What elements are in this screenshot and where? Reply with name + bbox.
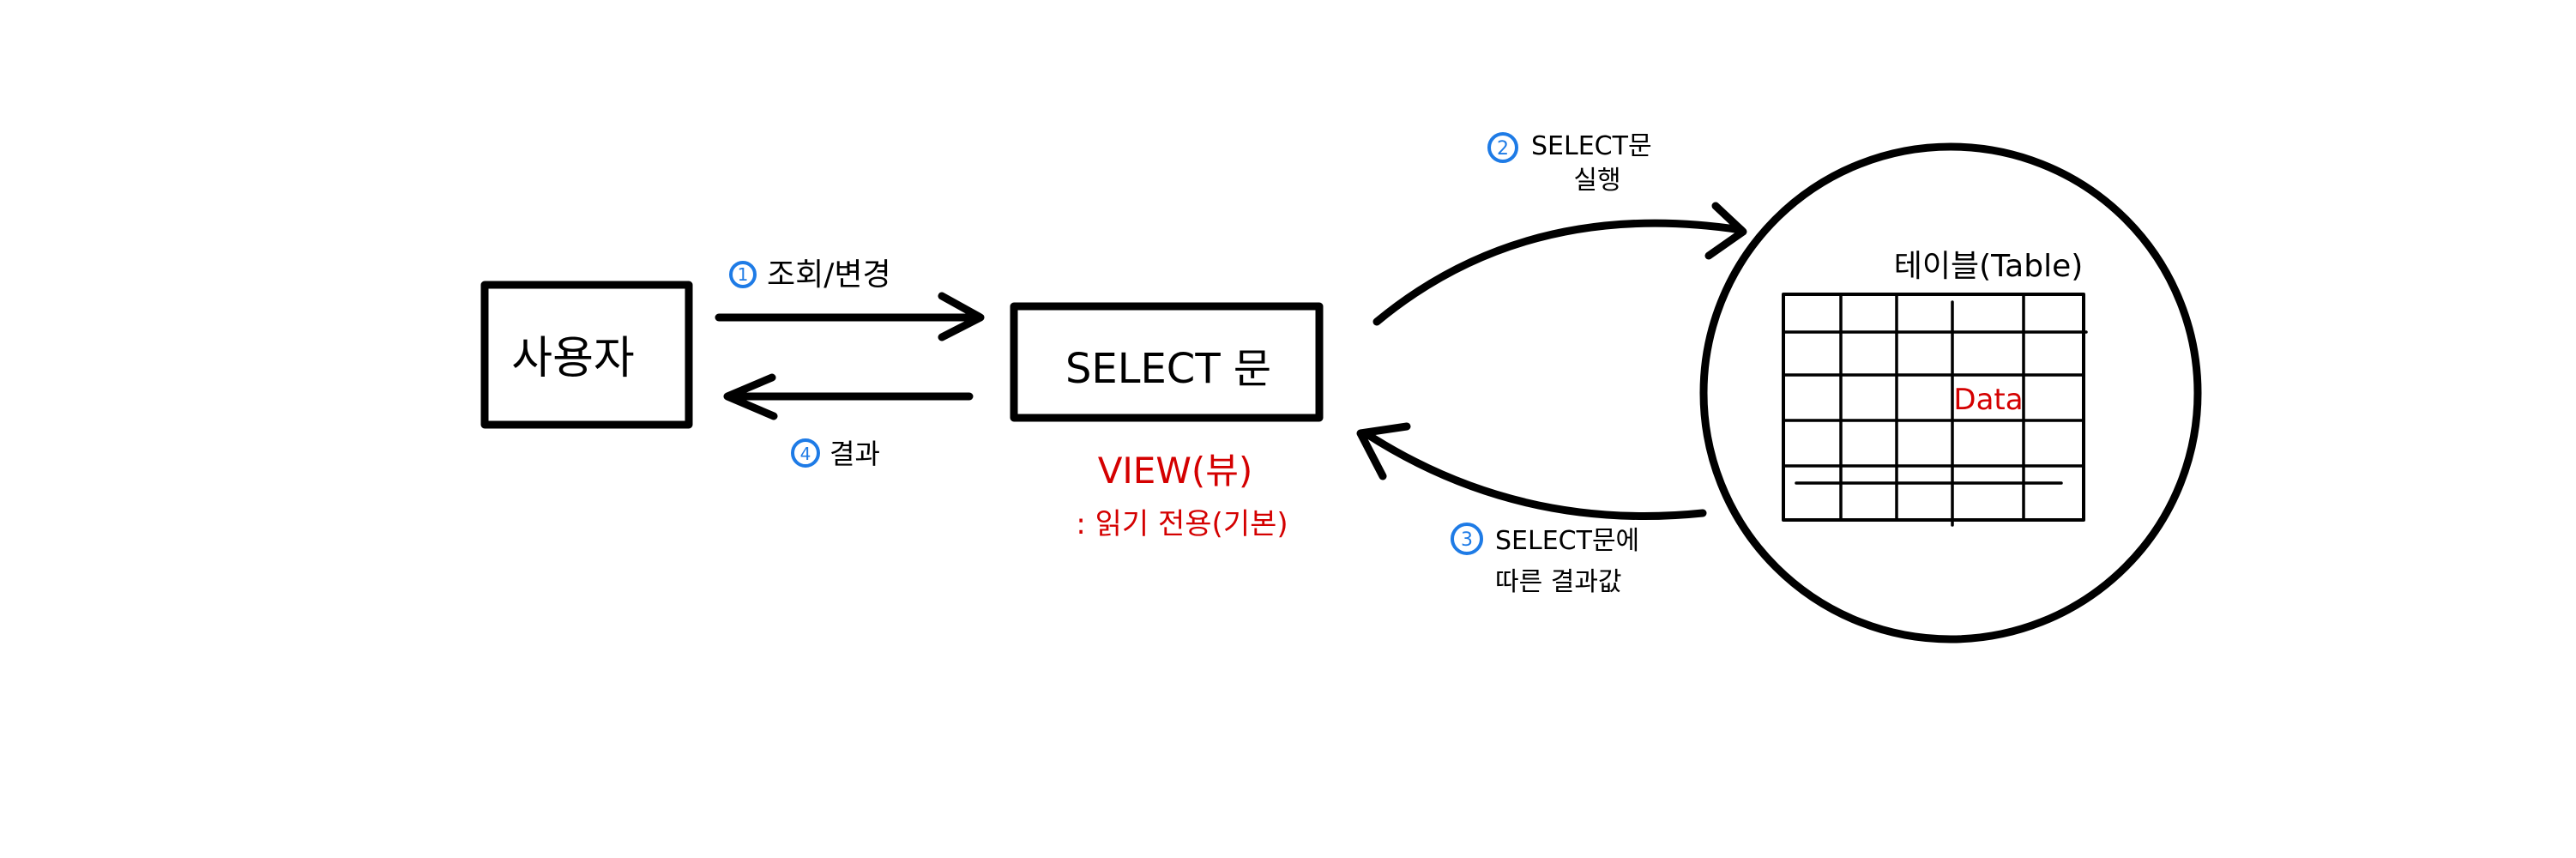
- table-label: 테이블(Table): [1894, 249, 2084, 284]
- step-1-number: 1: [738, 264, 749, 285]
- step-1-badge: [729, 261, 757, 288]
- step-3-text-line-2: 따른 결과값: [1495, 567, 1622, 597]
- step-2-text-line-1: SELECT문: [1531, 131, 1652, 161]
- arrow-return: [1356, 422, 1707, 520]
- step-4-number: 4: [800, 444, 811, 464]
- user-node: 사용자: [480, 281, 693, 429]
- step-3-text-line-1: SELECT문에: [1495, 526, 1639, 556]
- user-label: 사용자: [511, 333, 635, 384]
- step-4-text: 결과: [830, 438, 880, 470]
- table-cell-data: Data: [1953, 383, 2023, 417]
- step-1-label: 1 조회/변경: [729, 257, 891, 293]
- view-note: VIEW(뷰) : 읽기 전용(기본): [1076, 450, 1288, 541]
- step-2-badge: [1487, 132, 1518, 163]
- arrow-result: [723, 373, 974, 420]
- select-label: SELECT 문: [1065, 345, 1271, 393]
- select-box: [1010, 302, 1324, 422]
- step-4-label: 4 결과: [791, 438, 880, 470]
- table-grid: [1782, 293, 2088, 527]
- select-node: SELECT 문: [1010, 302, 1324, 422]
- table-node: 테이블(Table) Data: [1699, 142, 2202, 644]
- step-1-text: 조회/변경: [767, 257, 891, 293]
- user-box: [480, 281, 693, 429]
- view-subtitle: : 읽기 전용(기본): [1076, 507, 1288, 541]
- table-circle: [1699, 142, 2202, 644]
- step-2-text-line-2: 실행: [1573, 166, 1620, 196]
- view-title: VIEW(뷰): [1098, 450, 1253, 492]
- step-2-label: 2 SELECT문 실행: [1487, 131, 1652, 196]
- step-2-number: 2: [1497, 138, 1509, 160]
- step-3-badge: [1451, 523, 1483, 555]
- arrow-request: [715, 292, 985, 341]
- step-3-number: 3: [1461, 529, 1473, 551]
- step-3-label: 3 SELECT문에 따른 결과값: [1451, 523, 1639, 597]
- arrow-execute: [1372, 202, 1747, 326]
- step-4-badge: [791, 438, 820, 468]
